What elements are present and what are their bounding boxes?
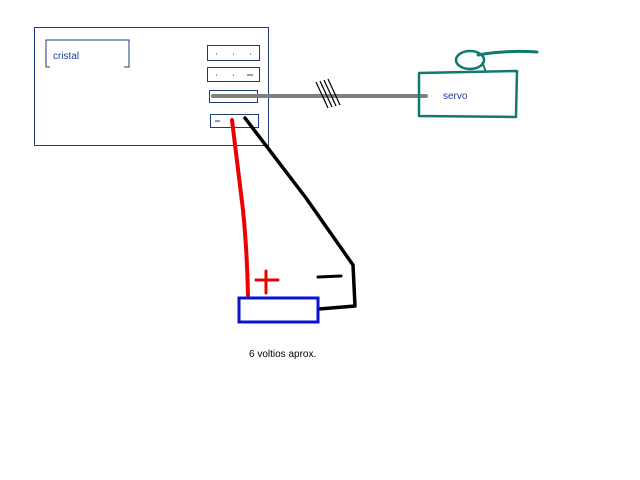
servo-horn-arm [476, 49, 539, 57]
receiver-box [34, 27, 269, 146]
crystal-slot [45, 39, 130, 68]
battery-voltage-label: 6 voltios aprox. [249, 349, 317, 360]
negative-wire [243, 116, 357, 311]
positive-wire [230, 118, 250, 297]
servo-horn-hub [454, 49, 486, 71]
receiver-channel-1 [207, 45, 260, 61]
negative-symbol [316, 274, 343, 279]
crystal-label: cristal [53, 51, 80, 62]
battery [237, 296, 320, 324]
servo [417, 49, 539, 119]
wire-break-marks [315, 78, 341, 109]
positive-symbol [254, 269, 280, 295]
receiver-channel-2 [207, 67, 260, 82]
servo-label: servo [443, 91, 468, 102]
